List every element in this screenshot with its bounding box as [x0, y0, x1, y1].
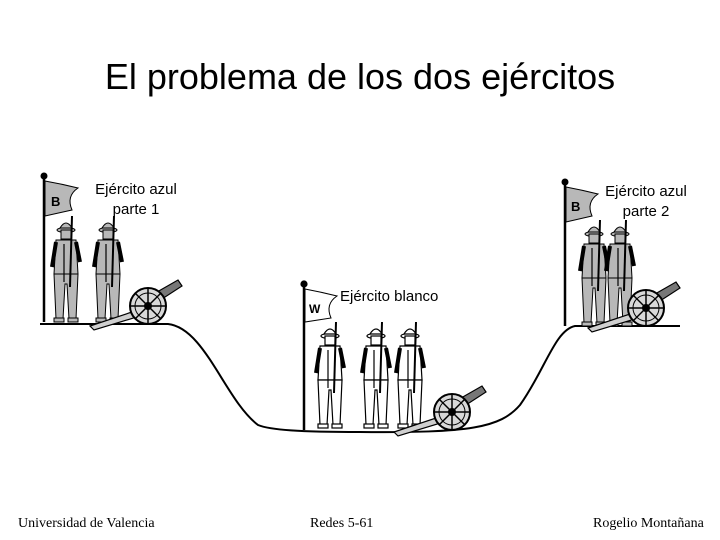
flag-letter-left: B [51, 194, 60, 209]
footer-left: Universidad de Valencia [18, 516, 155, 532]
label-blue-army-right-line1: Ejército azul [596, 182, 696, 202]
label-blue-army-left-line2: parte 1 [86, 200, 186, 220]
terrain-line [40, 324, 680, 432]
footer-right: Rogelio Montañana [593, 516, 704, 532]
label-blue-army-left: Ejército azul parte 1 [86, 180, 186, 220]
footer-center: Redes 5-61 [310, 516, 373, 532]
label-blue-army-right: Ejército azul parte 2 [596, 182, 696, 222]
flag-letter-right: B [571, 199, 580, 214]
label-white-army: Ejército blanco [340, 287, 460, 307]
label-blue-army-right-line2: parte 2 [596, 202, 696, 222]
label-blue-army-left-line1: Ejército azul [86, 180, 186, 200]
flag-letter-center: W [309, 302, 321, 316]
